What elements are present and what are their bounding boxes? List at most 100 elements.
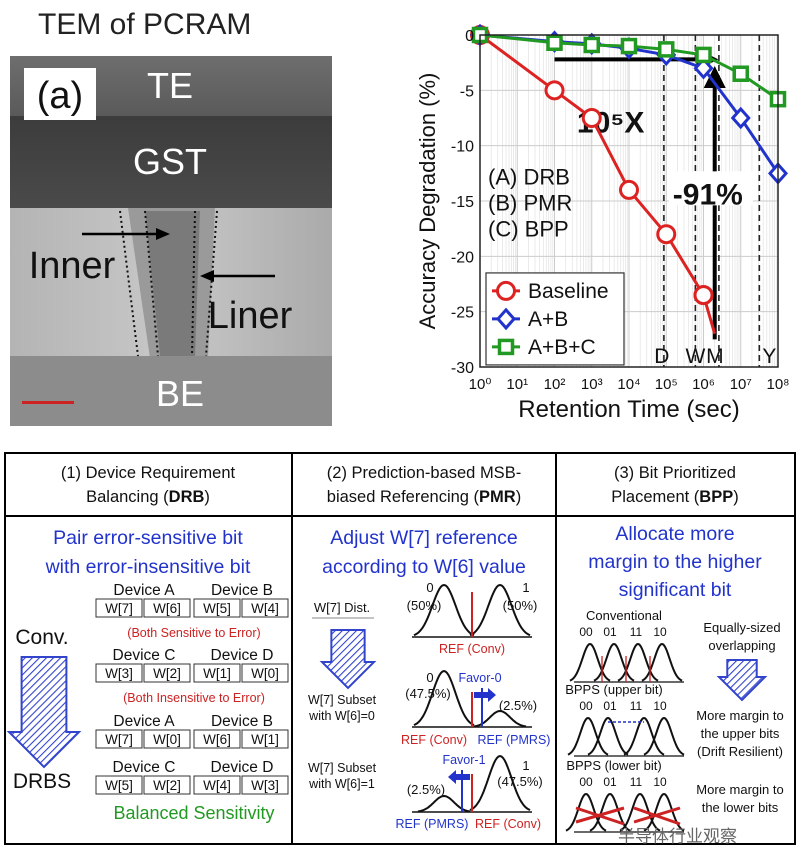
pct: (50%) xyxy=(503,598,538,613)
bpp-row-label: Conventional xyxy=(586,608,662,623)
device-cell xyxy=(95,775,143,795)
y-tick-label: 0 xyxy=(465,28,474,45)
tem-label-liner: Liner xyxy=(208,295,293,337)
device-cell xyxy=(193,663,241,683)
y-tick-label: -5 xyxy=(460,83,474,100)
conv-label: Conv. xyxy=(15,626,68,649)
device-cell-label: W[0] xyxy=(153,732,181,747)
note-insensitive: (Both Insensitive to Error) xyxy=(123,691,265,705)
pmr-subtitle: according to W[6] value xyxy=(322,556,526,578)
device-cell-label: W[3] xyxy=(105,666,133,681)
device-name: Device B xyxy=(211,713,273,730)
ref-pmrs-label: REF (PMRS) xyxy=(478,733,551,747)
legend-label: A+B+C xyxy=(528,336,596,359)
state-code: 11 xyxy=(630,775,643,789)
reduction-label: -91% xyxy=(673,178,743,211)
prob-1: 1 xyxy=(522,580,529,595)
pct: (47.5%) xyxy=(497,774,543,789)
subset1-label: with W[6]=1 xyxy=(308,777,375,791)
drb-title: (1) Device Requirement xyxy=(61,464,236,482)
device-cell xyxy=(193,729,241,749)
series-point xyxy=(496,280,516,301)
bpp-subtitle: margin to the higher xyxy=(588,551,762,573)
subset0-label: W[7] Subset xyxy=(308,693,377,707)
bpp-title-line2: Placement (BPP) xyxy=(611,488,738,506)
ref-pmrs-label: REF (PMRS) xyxy=(396,817,469,831)
ref-conv-label: REF (Conv) xyxy=(401,733,467,747)
device-cell xyxy=(193,775,241,795)
distribution-curve xyxy=(593,642,635,682)
x-tick-label: 10¹ xyxy=(506,376,528,393)
x-tick-label: 10⁵ xyxy=(655,376,678,393)
lower-label: More margin to xyxy=(696,782,783,797)
distribution-curve xyxy=(565,792,607,832)
y-tick-label: -30 xyxy=(451,360,474,377)
device-cell-label: W[4] xyxy=(203,778,231,793)
distribution-curve xyxy=(569,642,611,682)
series-point xyxy=(620,37,638,55)
series-point xyxy=(581,108,602,128)
prob-0: 0 xyxy=(426,670,433,685)
tem-image: (a) TE GST Inner Liner BE xyxy=(10,56,332,426)
scale-bar xyxy=(22,401,74,404)
upper-label: More margin to xyxy=(696,708,783,723)
time-mark-label: W xyxy=(685,345,705,368)
w7-dist-label: W[7] Dist. xyxy=(314,600,370,615)
series-point xyxy=(495,307,517,331)
method-label: (B) PMR xyxy=(488,190,572,215)
pmr-arrow xyxy=(319,629,377,690)
distribution-curve xyxy=(567,716,609,756)
device-cell-label: W[1] xyxy=(203,666,231,681)
distribution-curve xyxy=(413,583,475,637)
lower-label: the lower bits xyxy=(702,800,779,815)
cross-mark xyxy=(633,806,681,826)
device-cell xyxy=(193,598,241,618)
device-name: Device A xyxy=(113,582,175,599)
state-code: 10 xyxy=(653,625,667,639)
favor0-label: Favor-0 xyxy=(458,671,501,685)
tem-label-gst: GST xyxy=(133,141,207,182)
distribution-curve xyxy=(617,642,659,682)
equal-label: Equally-sized xyxy=(703,620,780,635)
reduction-label-bg xyxy=(668,171,753,206)
bpp-arrow xyxy=(716,659,768,702)
device-name: Device D xyxy=(211,647,274,664)
bpp-subtitle: significant bit xyxy=(619,579,732,601)
pmr-title-line2: biased Referencing (PMR) xyxy=(327,488,521,506)
favor1-label: Favor-1 xyxy=(442,753,485,767)
pmr-subtitle: Adjust W[7] reference xyxy=(330,527,518,549)
x-tick-label: 10² xyxy=(544,376,566,393)
series-point xyxy=(497,338,515,356)
device-cell-label: W[6] xyxy=(153,601,181,616)
state-code: 00 xyxy=(579,625,593,639)
x-tick-label: 10³ xyxy=(581,376,603,393)
prob-0: 0 xyxy=(426,580,433,595)
device-cell-label: W[5] xyxy=(105,778,133,793)
upper-label: (Drift Resilient) xyxy=(697,744,783,759)
device-cell-label: W[3] xyxy=(251,778,279,793)
series-point xyxy=(546,34,563,51)
distribution-curve xyxy=(643,716,685,756)
watermark: 半导体行业观察 xyxy=(618,827,737,846)
state-code: 01 xyxy=(603,775,617,789)
device-cell xyxy=(95,729,143,749)
drb-subtitle: Pair error-sensitive bit xyxy=(53,527,243,549)
state-code: 11 xyxy=(630,625,643,639)
device-cell xyxy=(143,663,191,683)
pct: (50%) xyxy=(407,598,442,613)
device-cell-label: W[7] xyxy=(105,732,133,747)
drbs-label: DRBS xyxy=(13,770,71,793)
bpp-subtitle: Allocate more xyxy=(615,523,734,545)
drb-title-line2: Balancing (DRB) xyxy=(86,488,210,506)
device-cell-label: W[2] xyxy=(153,778,181,793)
y-axis-label: Accuracy Degradation (%) xyxy=(415,73,440,330)
state-code: 11 xyxy=(630,699,643,713)
y-tick-label: -20 xyxy=(451,249,474,266)
time-mark-label: M xyxy=(706,345,724,368)
distribution-curve xyxy=(469,583,531,637)
device-name: Device C xyxy=(113,759,176,776)
state-code: 00 xyxy=(579,775,593,789)
